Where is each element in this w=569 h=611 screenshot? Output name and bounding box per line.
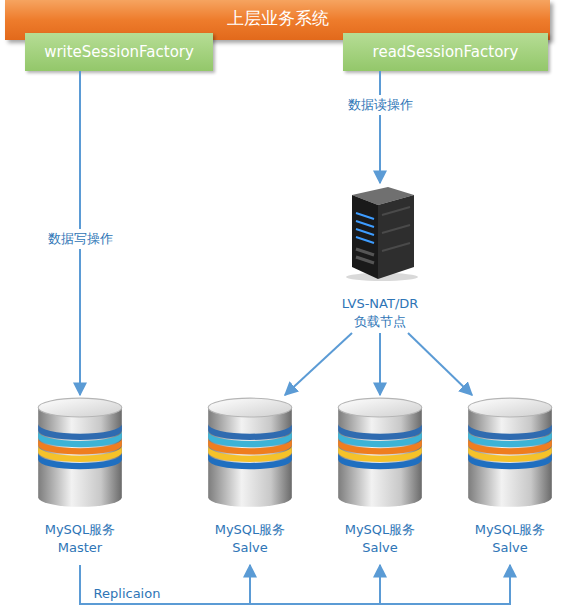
- database-icon: [330, 395, 430, 510]
- load-balancer-node: LVS-NAT/DR 负载节点: [330, 183, 430, 333]
- node-label: MySQL服务 Master: [30, 521, 130, 557]
- connector-arrow: [285, 333, 352, 395]
- database-icon: [200, 395, 300, 510]
- node-label: readSessionFactory: [343, 33, 548, 71]
- node-label: MySQL服务 Salve: [330, 521, 430, 557]
- connector-arrow: [80, 565, 250, 604]
- edge-label: 数据写操作: [45, 229, 116, 249]
- factory-box: readSessionFactory: [343, 33, 548, 71]
- connector-arrow: [379, 71, 381, 183]
- connector-arrow: [80, 565, 380, 604]
- database-node: MySQL服务 Master: [30, 395, 130, 565]
- database-node: MySQL服务 Salve: [330, 395, 430, 565]
- database-node: MySQL服务 Salve: [460, 395, 560, 565]
- system-band: 上层业务系统writeSessionFactoryreadSessionFact…: [5, 0, 550, 40]
- connector-arrow: [80, 565, 510, 604]
- database-icon: [460, 395, 560, 510]
- database-node: MySQL服务 Salve: [200, 395, 300, 565]
- database-icon: [30, 395, 130, 510]
- node-label: MySQL服务 Salve: [460, 521, 560, 557]
- edge-label: 数据读操作: [345, 95, 416, 115]
- node-label: MySQL服务 Salve: [200, 521, 300, 557]
- node-label: LVS-NAT/DR 负载节点: [336, 295, 424, 331]
- connector-arrow: [408, 333, 472, 395]
- node-label: writeSessionFactory: [25, 33, 213, 71]
- factory-box: writeSessionFactory: [25, 33, 213, 71]
- edge-label: Replicaion: [91, 585, 164, 602]
- node-label: 上层业务系统: [5, 0, 550, 29]
- connector-arrow: [379, 333, 381, 395]
- server-icon: [330, 183, 430, 283]
